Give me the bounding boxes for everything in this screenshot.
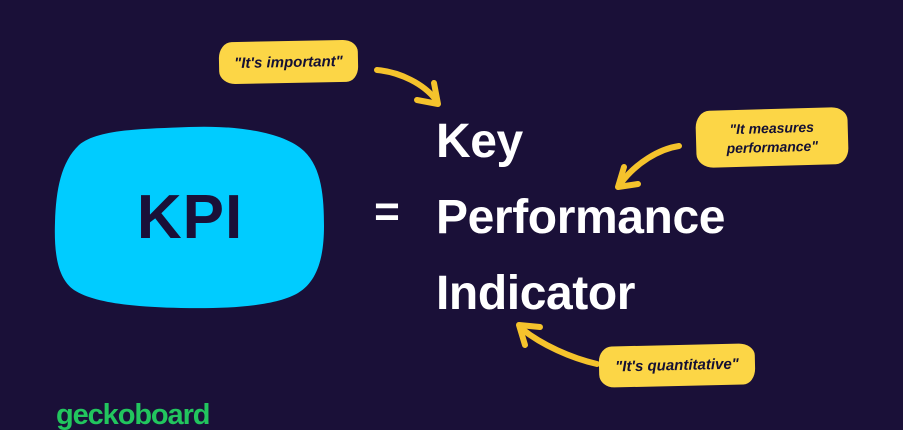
- geckoboard-logo: geckoboard: [56, 399, 210, 430]
- expansion-line-key: Key: [436, 115, 523, 168]
- callout-important: "It's important": [218, 39, 359, 85]
- callout-quantitative-text: "It's quantitative": [614, 355, 739, 376]
- expansion-line-indicator: Indicator: [436, 267, 636, 320]
- callout-measures: "It measures performance": [695, 106, 849, 169]
- kpi-acronym-text: KPI: [136, 182, 244, 252]
- callout-measures-text: "It measures performance": [726, 117, 818, 158]
- callout-measures-line-1: "It measures: [729, 118, 815, 137]
- expansion-line-performance: Performance: [436, 191, 726, 244]
- callout-quantitative: "It's quantitative": [598, 343, 756, 388]
- expansion-heading: Key Performance Indicator: [436, 104, 856, 332]
- equals-sign: =: [374, 187, 400, 236]
- callout-important-text: "It's important": [234, 52, 343, 72]
- callout-measures-line-2: performance": [726, 137, 819, 156]
- arrow-to-key-icon: [374, 67, 441, 107]
- kpi-blob-shape: [52, 124, 328, 310]
